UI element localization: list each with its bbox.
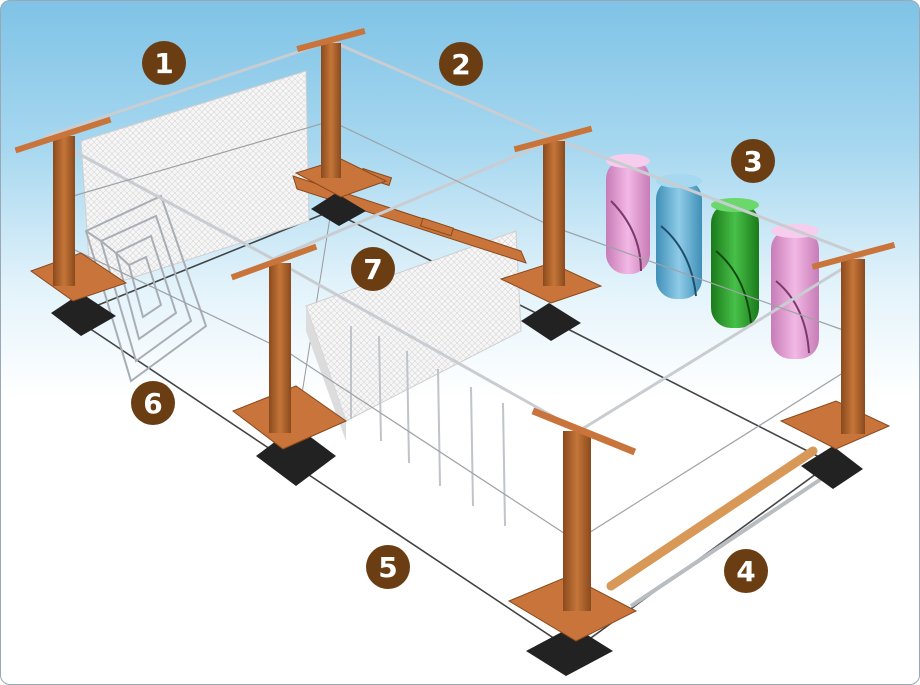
post-front-left — [230, 243, 348, 486]
badge-6: 6 — [131, 381, 175, 425]
badge-4-label: 4 — [736, 555, 755, 588]
climbing-net — [305, 230, 522, 441]
badge-3: 3 — [731, 139, 775, 183]
badge-7: 7 — [351, 247, 395, 291]
cables — [44, 39, 865, 433]
bag-pink-2 — [771, 224, 819, 359]
spiral-frame — [84, 194, 208, 383]
bag-blue — [656, 174, 702, 299]
badge-1-label: 1 — [154, 47, 173, 80]
cargo-net — [80, 70, 310, 292]
badge-3-label: 3 — [743, 145, 762, 178]
post-left — [14, 116, 128, 336]
post-back-left — [294, 28, 388, 226]
bag-green — [711, 198, 759, 328]
badge-6-label: 6 — [143, 387, 162, 420]
badge-2-label: 2 — [451, 48, 470, 81]
badge-5-label: 5 — [378, 551, 397, 584]
post-center — [499, 125, 603, 341]
post-right — [779, 241, 896, 489]
punching-bags — [606, 154, 819, 359]
badge-5: 5 — [366, 545, 410, 589]
bag-pink-1 — [606, 154, 650, 274]
lower-cables — [55, 120, 847, 542]
balance-beam — [606, 446, 835, 608]
badge-2: 2 — [439, 42, 483, 86]
hanging-ropes — [350, 326, 506, 527]
post-front — [507, 407, 638, 676]
badge-7-label: 7 — [363, 253, 382, 286]
badge-4: 4 — [724, 549, 768, 593]
badge-1: 1 — [142, 41, 186, 85]
